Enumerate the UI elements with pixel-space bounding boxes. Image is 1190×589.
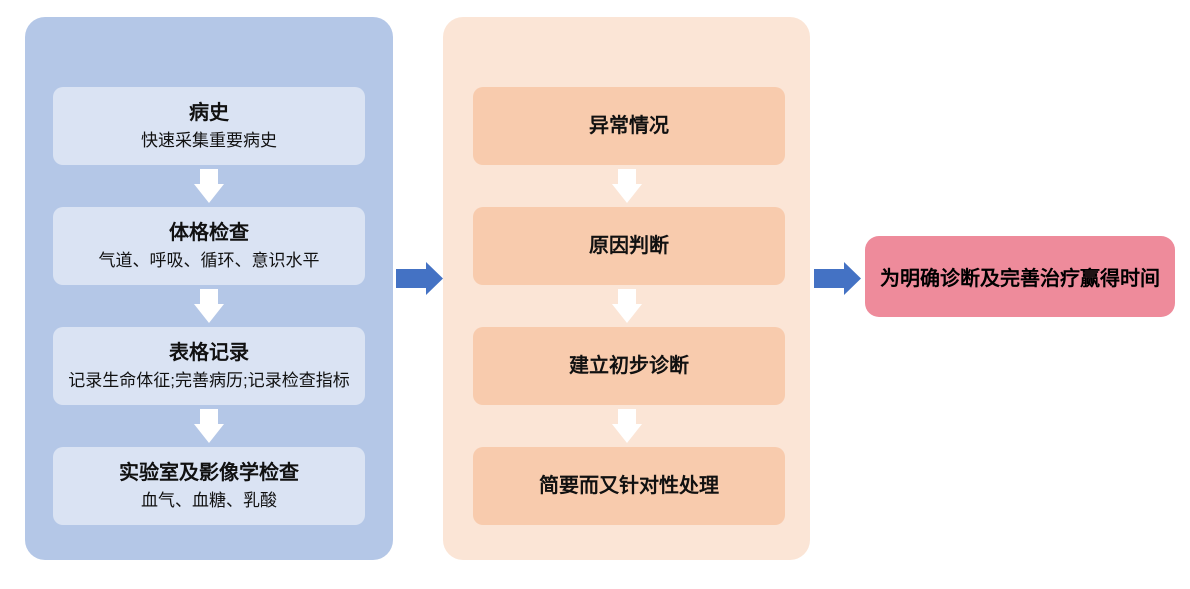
assessment-step-record: 表格记录 记录生命体征;完善病历;记录检查指标 xyxy=(53,327,365,405)
judgement-step-abnormal: 异常情况 xyxy=(473,87,785,165)
right-arrow-icon xyxy=(396,262,443,295)
judgement-step-cause: 原因判断 xyxy=(473,207,785,285)
step-title: 实验室及影像学检查 xyxy=(119,461,299,484)
step-title: 体格检查 xyxy=(169,221,249,244)
step-subtitle: 记录生命体征;完善病历;记录检查指标 xyxy=(68,370,350,390)
outcome-label: 为明确诊断及完善治疗赢得时间 xyxy=(880,268,1160,290)
assessment-step-history: 病史 快速采集重要病史 xyxy=(53,87,365,165)
step-subtitle: 气道、呼吸、循环、意识水平 xyxy=(98,250,320,270)
step-subtitle: 快速采集重要病史 xyxy=(141,130,277,150)
step-title: 简要而又针对性处理 xyxy=(539,475,719,497)
right-arrow-icon xyxy=(814,262,861,295)
step-title: 异常情况 xyxy=(589,115,669,137)
judgement-panel: 异常情况 原因判断 建立初步诊断 简要而又针对性处理 xyxy=(443,17,810,560)
judgement-step-targeted-treatment: 简要而又针对性处理 xyxy=(473,447,785,525)
step-title: 原因判断 xyxy=(589,235,669,257)
step-subtitle: 血气、血糖、乳酸 xyxy=(141,490,277,510)
step-title: 病史 xyxy=(189,101,229,124)
down-arrow-icon xyxy=(194,169,224,203)
down-arrow-icon xyxy=(611,169,642,203)
down-arrow-icon xyxy=(194,409,224,443)
assessment-panel: 病史 快速采集重要病史 体格检查 气道、呼吸、循环、意识水平 表格记录 记录生命… xyxy=(25,17,393,560)
down-arrow-icon xyxy=(194,289,224,323)
assessment-step-physical-exam: 体格检查 气道、呼吸、循环、意识水平 xyxy=(53,207,365,285)
step-title: 建立初步诊断 xyxy=(569,355,689,377)
assessment-step-lab-imaging: 实验室及影像学检查 血气、血糖、乳酸 xyxy=(53,447,365,525)
judgement-step-preliminary-diagnosis: 建立初步诊断 xyxy=(473,327,785,405)
down-arrow-icon xyxy=(611,409,642,443)
down-arrow-icon xyxy=(611,289,642,323)
outcome-box: 为明确诊断及完善治疗赢得时间 xyxy=(865,236,1175,317)
step-title: 表格记录 xyxy=(169,341,249,364)
